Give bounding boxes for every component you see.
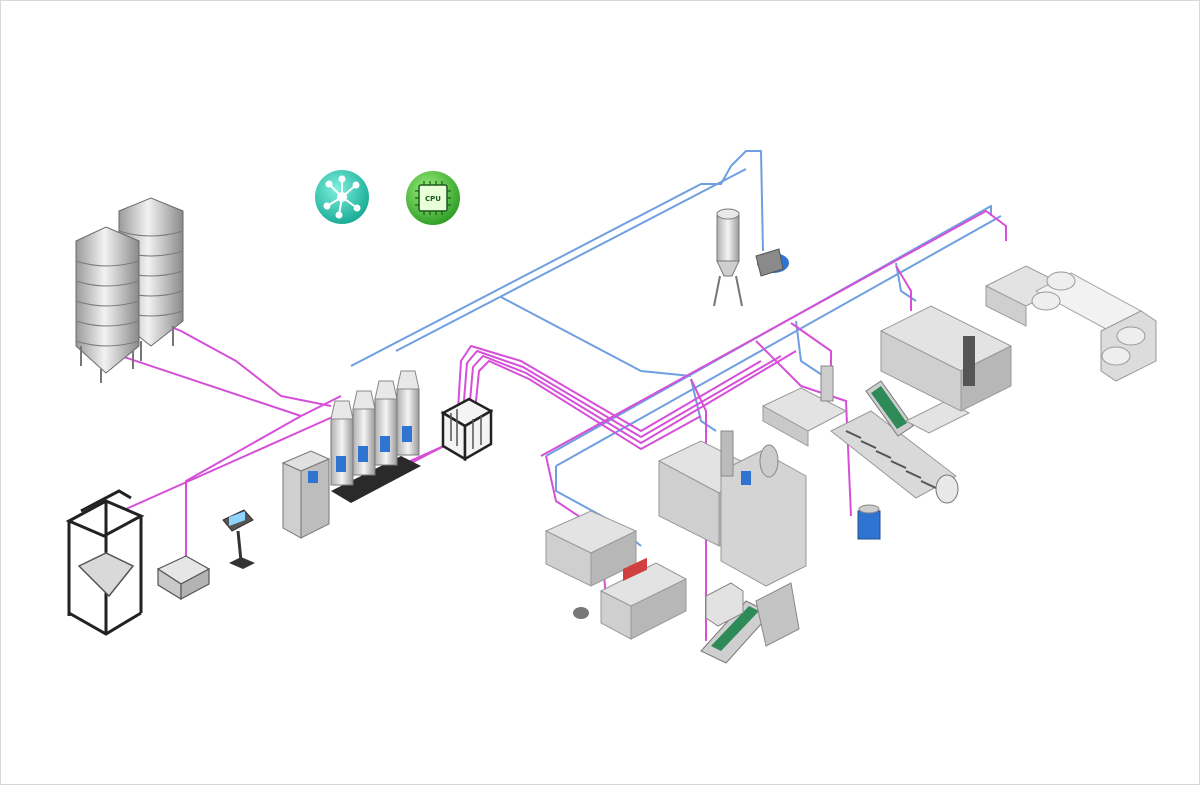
network-hub-icon [323, 175, 361, 219]
silo-front [75, 226, 140, 383]
material-line-east-trunk [540, 210, 1007, 457]
silos[interactable] [75, 197, 184, 383]
material-line-silo-2 [150, 318, 332, 407]
conveyor-film[interactable] [865, 380, 971, 437]
cpu-chip-icon: CPU [415, 181, 451, 215]
material-line-drop-film [895, 265, 912, 311]
vacuum-blower [755, 248, 789, 277]
dryer-unit-4 [396, 370, 420, 456]
extruder[interactable] [761, 365, 959, 540]
vacuum-line-drop-2 [690, 378, 717, 432]
conveyor-center[interactable] [700, 582, 800, 664]
dryer-bank[interactable] [330, 370, 421, 503]
film-rolls [1031, 271, 1157, 382]
vacuum-line-main-lower [395, 168, 747, 352]
injection-molding-machine-center[interactable] [657, 430, 807, 587]
film-processing-machine[interactable] [879, 305, 1013, 412]
cpu-label: CPU [425, 195, 441, 203]
injection-molding-machine-left[interactable] [544, 510, 688, 640]
vacuum-line-main-upper [350, 150, 764, 367]
dryer-unit-2 [352, 390, 376, 476]
material-line-to-bag-unloader [125, 410, 347, 510]
vacuum-line-branch-center [500, 296, 692, 377]
cpu-badge[interactable]: CPU [406, 171, 460, 225]
control-cabinet[interactable] [281, 450, 331, 539]
material-line-drop-imm-center [690, 378, 707, 641]
feed-hopper[interactable] [156, 555, 211, 601]
vacuum-pump[interactable] [713, 208, 789, 307]
film-line[interactable] [984, 265, 1157, 382]
auxiliary-loader [857, 504, 881, 540]
material-line-to-hopper [185, 415, 302, 556]
dryer-unit-3 [374, 380, 398, 466]
dryer-unit-1 [330, 400, 354, 486]
extruder-barrel [845, 430, 937, 489]
control-terminal[interactable] [222, 509, 255, 569]
distribution-manifold[interactable] [440, 397, 494, 462]
network-badge[interactable] [315, 170, 369, 224]
bag-unloader[interactable] [65, 489, 145, 636]
